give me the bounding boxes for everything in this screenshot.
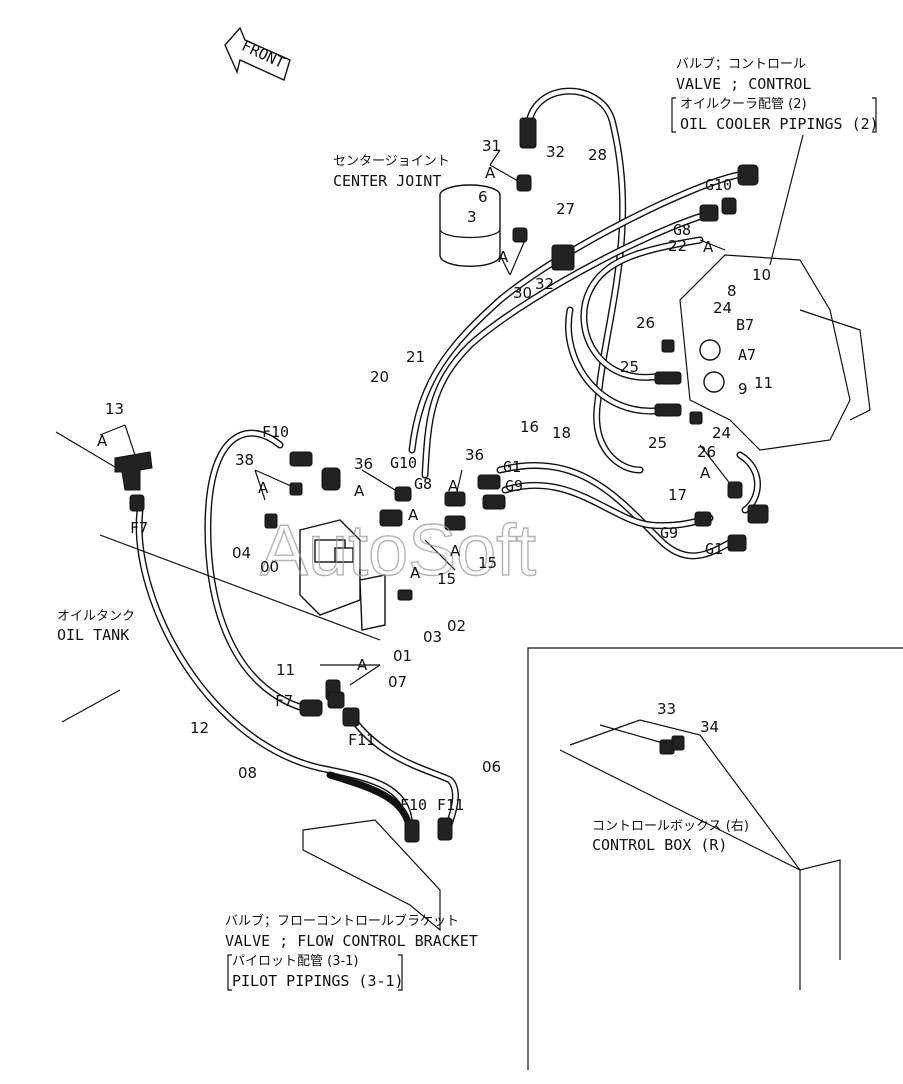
center-joint-en: CENTER JOINT	[333, 172, 441, 190]
control-box-jp: コントロールボックス (右)	[592, 819, 749, 834]
part-17: 17	[668, 486, 687, 504]
part-22: 22	[668, 237, 687, 255]
part-12: 12	[190, 719, 209, 737]
part-11: 11	[754, 374, 773, 392]
port-g9-right: G9	[660, 524, 678, 542]
part-36: 36	[465, 446, 484, 464]
oil-tank-jp: オイルタンク	[57, 609, 135, 624]
part-34: 34	[700, 718, 719, 736]
port-g1-mid: G1	[503, 458, 521, 476]
control-box-en: CONTROL BOX (R)	[592, 836, 727, 854]
part-21: 21	[406, 348, 425, 366]
detail-a: A	[703, 238, 714, 256]
port-g9-mid: G9	[505, 477, 523, 495]
part-3: 3	[467, 208, 477, 226]
detail-a: A	[354, 482, 365, 500]
control-valve-sub-en: OIL COOLER PIPINGS (2)	[680, 115, 879, 133]
control-valve-sub-jp: オイルクーラ配管 (2)	[680, 97, 807, 112]
part-18: 18	[552, 424, 571, 442]
part-28: 28	[588, 146, 607, 164]
part-01: 01	[393, 647, 412, 665]
leader-lines	[55, 26, 903, 1070]
part-10: 10	[752, 266, 771, 284]
flow-bracket-en: VALVE ; FLOW CONTROL BRACKET	[225, 932, 478, 950]
part-9: 9	[738, 380, 748, 398]
port-b7: B7	[736, 316, 754, 334]
flow-bracket-sub-jp: パイロット配管 (3-1)	[232, 954, 359, 969]
detail-a: A	[498, 248, 509, 266]
detail-a: A	[450, 542, 461, 560]
port-f10-top: F10	[262, 423, 289, 441]
fittings	[129, 117, 769, 843]
detail-a: A	[485, 164, 496, 182]
port-f11-low: F11	[437, 796, 464, 814]
detail-a: A	[410, 564, 421, 582]
part-24: 24	[712, 424, 731, 442]
part-24: 24	[713, 299, 732, 317]
detail-a: A	[408, 506, 419, 524]
port-f11-mid: F11	[348, 731, 375, 749]
detail-a: A	[357, 656, 368, 674]
port-g1-right: G1	[705, 540, 723, 558]
part-07: 07	[388, 673, 407, 691]
part-11: 11	[276, 661, 295, 679]
part-02: 02	[447, 617, 466, 635]
part-30: 30	[513, 284, 532, 302]
part-04: 04	[232, 544, 251, 562]
control-valve-en: VALVE ; CONTROL	[676, 75, 811, 93]
port-g10-top: G10	[705, 176, 732, 194]
part-31: 31	[482, 137, 501, 155]
part-6: 6	[478, 188, 488, 206]
detail-a: A	[700, 464, 711, 482]
port-f10-low: F10	[400, 796, 427, 814]
part-27: 27	[556, 200, 575, 218]
tee-fitting-13	[114, 451, 153, 491]
part-numbers: 31 32 28 6 3 27 32 30 22 10 8 24 26 25 9…	[105, 137, 773, 782]
flow-bracket-sub-en: PILOT PIPINGS (3-1)	[232, 972, 404, 990]
part-38: 38	[235, 451, 254, 469]
detail-a: A	[258, 479, 269, 497]
part-08: 08	[238, 764, 257, 782]
front-arrow-icon	[224, 26, 291, 81]
part-32: 32	[535, 275, 554, 293]
flow-bracket-jp: バルブ；フローコントロールブラケット	[225, 913, 459, 929]
part-26: 26	[697, 443, 716, 461]
part-32: 32	[546, 143, 565, 161]
port-f7-left: F7	[130, 519, 148, 537]
part-20: 20	[370, 368, 389, 386]
control-valve-jp: バルブ；コントロール	[676, 56, 806, 72]
detail-a: A	[97, 432, 108, 450]
port-g10-mid: G10	[390, 454, 417, 472]
part-36: 36	[354, 455, 373, 473]
part-00: 00	[260, 558, 279, 576]
port-g8-top: G8	[673, 221, 691, 239]
part-25: 25	[620, 358, 639, 376]
detail-letters: A A A A A A A A A A A A	[97, 164, 714, 674]
port-f7-low: F7	[275, 692, 293, 710]
part-26: 26	[636, 314, 655, 332]
part-16: 16	[520, 418, 539, 436]
oil-tank-en: OIL TANK	[57, 626, 129, 644]
part-33: 33	[657, 700, 676, 718]
port-labels: G10 G8 B7 A7 F10 G10 G8 G1 G9 G9 G1 F7 F…	[130, 176, 756, 814]
part-03: 03	[423, 628, 442, 646]
detail-a: A	[448, 477, 459, 495]
part-25: 25	[648, 434, 667, 452]
part-15: 15	[478, 554, 497, 572]
part-8: 8	[727, 282, 737, 300]
port-a7: A7	[738, 346, 756, 364]
part-15: 15	[437, 570, 456, 588]
port-g8-mid: G8	[414, 475, 432, 493]
part-13: 13	[105, 400, 124, 418]
center-joint-jp: センタージョイント	[333, 154, 450, 169]
watermark: AutoSoft	[260, 511, 536, 591]
part-06: 06	[482, 758, 501, 776]
